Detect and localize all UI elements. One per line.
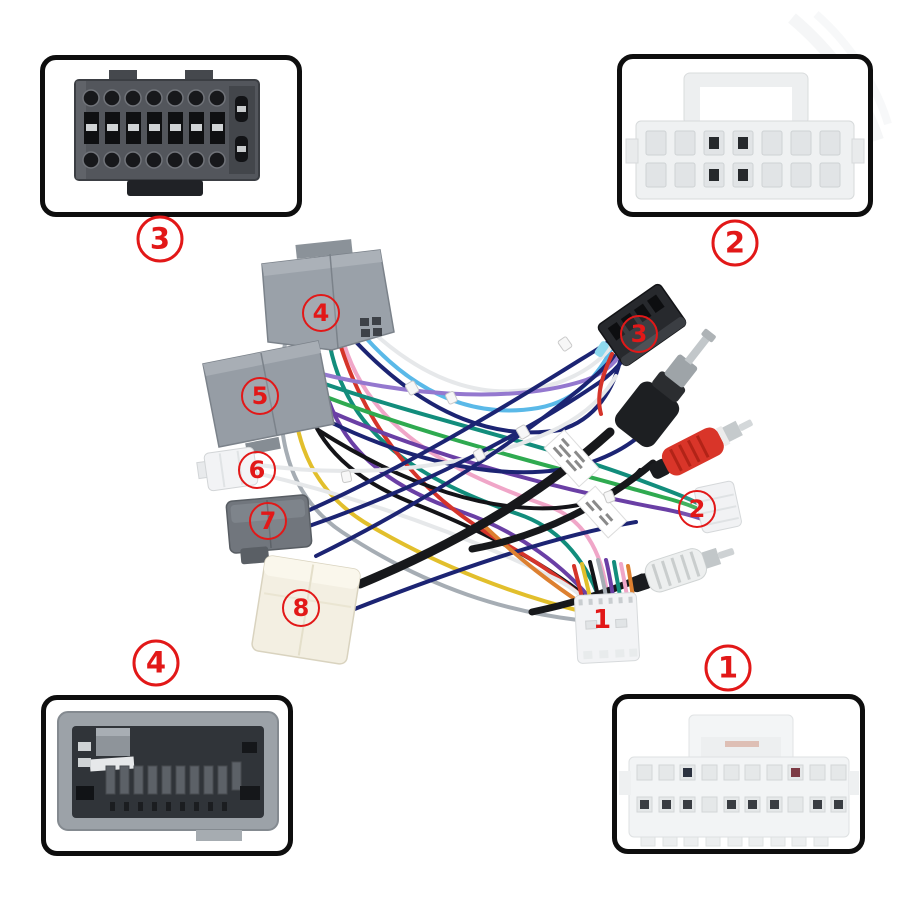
gray-connector-socket-photo [57, 711, 279, 841]
harness-connector-1 [574, 592, 640, 664]
callout-inset-1: 1 [704, 644, 752, 692]
callout-connector-2: 2 [678, 490, 716, 528]
callout-connector-3: 3 [620, 315, 658, 353]
white-connector-with-handle-photo [625, 72, 865, 200]
inset-photo-connector-2 [617, 54, 873, 217]
white-connector-with-handle [625, 72, 865, 200]
inset-photo-connector-1 [612, 694, 865, 854]
callout-connector-4: 4 [302, 294, 340, 332]
callout-connector-5: 5 [241, 377, 279, 415]
callout-connector-8: 8 [282, 589, 320, 627]
antenna-plug [614, 328, 716, 448]
rca-plug-red [649, 419, 753, 479]
white-20pin-connector-photo [619, 714, 859, 847]
wire-label-tags [543, 429, 628, 539]
black-16pin-connector-photo [74, 70, 260, 196]
cable-ties [340, 336, 616, 504]
callout-inset-3: 3 [136, 215, 184, 263]
gray-connector-socket [57, 711, 279, 841]
rca-plug-white [629, 547, 735, 593]
black-16pin-connector [74, 70, 260, 196]
callout-connector-7: 7 [249, 502, 287, 540]
inset-photo-connector-4 [41, 695, 293, 856]
inset-photo-connector-3 [40, 55, 302, 217]
heat-shrink-marker [594, 341, 609, 358]
callout-connector-6: 6 [238, 451, 276, 489]
callout-connector-1: 1 [592, 605, 612, 635]
callout-inset-4: 4 [132, 639, 180, 687]
white-20pin-connector [619, 714, 859, 847]
callout-inset-2: 2 [711, 219, 759, 267]
